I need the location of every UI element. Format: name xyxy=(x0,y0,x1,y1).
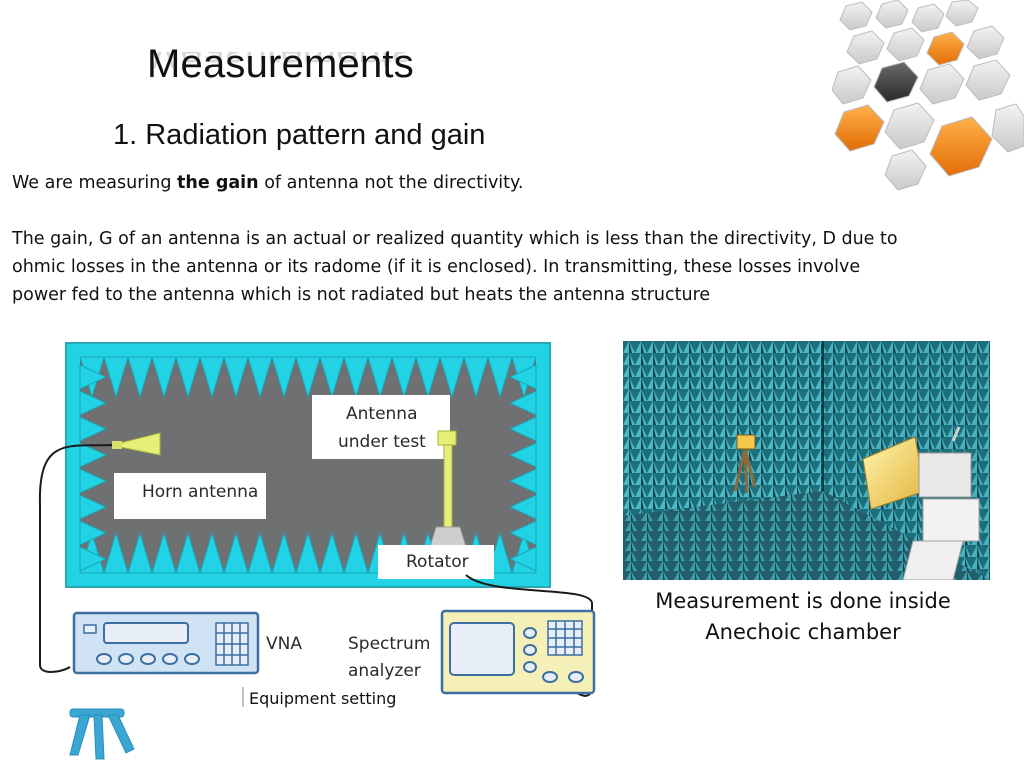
photo-stand xyxy=(902,540,964,580)
vna-keypad xyxy=(215,622,249,666)
absorber-cone xyxy=(343,531,369,574)
slide-title-reflection: Measurements xyxy=(147,52,412,76)
rotator-base xyxy=(429,526,467,548)
gain-statement: We are measuring the gain of antenna not… xyxy=(12,169,1012,197)
photo-caption: Measurement is done inside Anechoic cham… xyxy=(620,586,986,648)
cable-horn-vna xyxy=(38,444,113,673)
absorber-cone xyxy=(295,356,321,399)
absorber-cone xyxy=(127,531,153,574)
aut-mast xyxy=(443,438,453,536)
slide-subtitle: 1. Radiation pattern and gain xyxy=(113,119,486,151)
vna-screen xyxy=(103,622,189,644)
absorber-cone xyxy=(175,531,201,574)
absorber-cone xyxy=(223,531,249,574)
absorber-cone xyxy=(175,356,201,399)
absorber-cone xyxy=(415,356,441,399)
spectrum-knobs xyxy=(523,627,584,683)
absorber-cone xyxy=(247,531,273,574)
hexagon-logo xyxy=(832,0,1024,191)
horn-feed xyxy=(112,441,122,449)
absorber-cone xyxy=(271,356,297,399)
absorber-cone xyxy=(367,356,393,399)
absorber-cone xyxy=(508,520,537,546)
tripod-icon xyxy=(69,708,135,760)
absorber-cone xyxy=(508,442,537,468)
absorber-cone xyxy=(508,364,537,390)
spectrum-screen xyxy=(449,622,515,676)
gain-statement-tail: of antenna not the directivity. xyxy=(258,173,524,193)
absorber-cone xyxy=(487,356,513,399)
gain-definition: The gain, G of an antenna is an actual o… xyxy=(12,225,1012,309)
equipment-diagram: Horn antenna Antenna under test Rotator … xyxy=(38,342,596,760)
spectrum-label-line1: Spectrum xyxy=(348,634,430,654)
rotator-label: Rotator xyxy=(406,552,469,572)
absorber-cone xyxy=(319,356,345,399)
gain-statement-text: We are measuring xyxy=(12,173,178,193)
aut-label-line1: Antenna xyxy=(346,404,418,424)
gain-definition-line: ohmic losses in the antenna or its radom… xyxy=(12,257,861,277)
absorber-cone xyxy=(508,494,537,520)
horn-label-box xyxy=(114,473,266,519)
absorber-cone xyxy=(271,531,297,574)
absorber-cone xyxy=(439,356,465,399)
absorber-cone xyxy=(79,390,108,416)
absorber-cone xyxy=(508,546,537,572)
absorber-cone xyxy=(79,468,108,494)
slide-title: Measurements xyxy=(147,42,414,86)
absorber-cone xyxy=(79,546,108,572)
absorber-cone xyxy=(151,531,177,574)
photo-tripod xyxy=(733,448,757,494)
absorber-cone xyxy=(508,468,537,494)
vna-label: VNA xyxy=(266,634,302,654)
aut-label-box xyxy=(312,395,450,459)
absorber-cone xyxy=(247,356,273,399)
absorber-cone xyxy=(103,531,129,574)
photo-caption-line2: Anechoic chamber xyxy=(705,620,901,644)
vna-power xyxy=(83,624,97,634)
absorber-cone xyxy=(391,356,417,399)
aut-label-line2: under test xyxy=(338,432,426,452)
chamber-floor xyxy=(623,491,990,580)
absorber-cone xyxy=(79,494,108,520)
anechoic-chamber-photo xyxy=(623,341,990,580)
absorber-cone xyxy=(463,356,489,399)
spectrum-label-line2: analyzer xyxy=(348,661,421,681)
cable-rotator-spectrum xyxy=(465,574,593,697)
spectrum-keypad xyxy=(547,620,583,656)
absorber-cone xyxy=(343,356,369,399)
absorber-cone xyxy=(127,356,153,399)
vna-knobs xyxy=(96,653,200,665)
photo-test-antenna xyxy=(736,434,756,450)
rotator-label-box xyxy=(378,545,494,579)
equipment-caption: Equipment setting xyxy=(249,689,397,708)
gain-definition-line: power fed to the antenna which is not ra… xyxy=(12,285,711,305)
absorber-cone xyxy=(295,531,321,574)
absorber-cone xyxy=(199,356,225,399)
photo-mount xyxy=(922,498,980,542)
absorber-cone xyxy=(79,416,108,442)
photo-positioner xyxy=(918,452,972,498)
absorber-cone xyxy=(151,356,177,399)
absorber-cone xyxy=(199,531,225,574)
aut-antenna xyxy=(437,430,457,446)
absorber-cone xyxy=(79,442,108,468)
photo-caption-line1: Measurement is done inside xyxy=(655,589,951,613)
absorber-cone xyxy=(508,390,537,416)
absorber-cone xyxy=(103,356,129,399)
horn-antenna-label: Horn antenna xyxy=(142,482,258,502)
chamber-back-wall xyxy=(623,341,823,516)
absorber-cone xyxy=(79,520,108,546)
gain-statement-emphasis: the gain xyxy=(177,173,259,193)
absorber-cone xyxy=(508,416,537,442)
absorber-cone xyxy=(79,364,108,390)
absorber-cone xyxy=(223,356,249,399)
absorber-cone xyxy=(319,531,345,574)
gain-definition-line: The gain, G of an antenna is an actual o… xyxy=(12,229,898,249)
